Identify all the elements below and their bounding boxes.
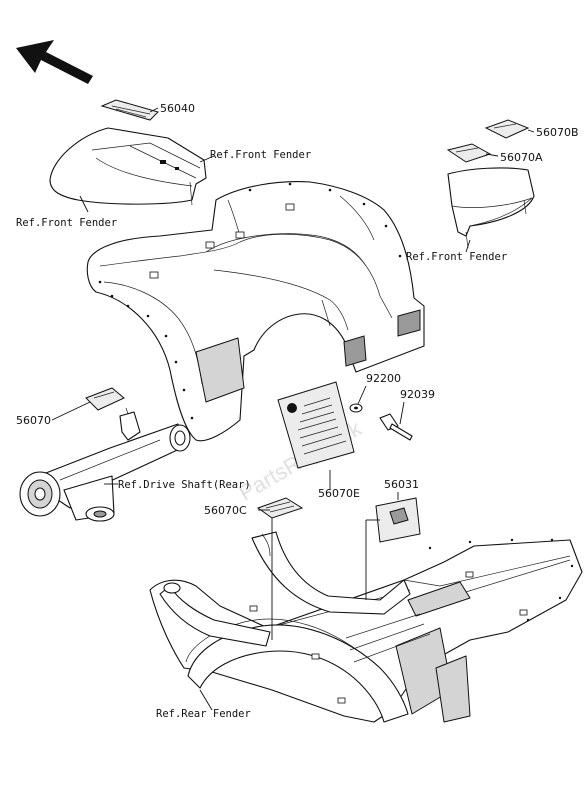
part-number-56031: 56031 [384,478,419,491]
washer-92200 [349,403,363,413]
part-number-56070E: 56070E [318,487,360,500]
front-fender-cover-left [49,127,207,206]
decal-56040 [100,99,159,121]
part-number-56070A: 56070A [500,151,543,164]
front-fender [86,181,425,442]
decal-56070 [85,387,125,411]
ref-front-fender-top-label: Ref.Front Fender [210,149,311,161]
part-number-56070C: 56070C [204,504,247,517]
part-number-56040: 56040 [160,102,195,115]
rear-fender [149,531,583,723]
ref-front-fender-right-label: Ref.Front Fender [406,251,507,263]
front-fender-cover-right [447,167,535,249]
part-number-92200: 92200 [366,372,401,385]
drive-shaft-rear [19,407,191,522]
decal-56070E [277,381,355,469]
ref-drive-shaft-rear-label: Ref.Drive Shaft(Rear) [118,479,251,491]
ref-rear-fender-label: Ref.Rear Fender [156,708,251,720]
decal-56031 [375,497,421,543]
front-direction-arrow-icon [16,40,93,84]
leader-lines [51,107,535,711]
decal-56070C [256,497,304,519]
bolt-92039 [379,413,413,441]
decal-56070A [446,143,492,163]
decal-56070B [484,119,530,139]
part-number-92039: 92039 [400,388,435,401]
part-number-56070B: 56070B [536,126,579,139]
part-number-56070: 56070 [16,414,51,427]
ref-front-fender-left-label: Ref.Front Fender [16,217,117,229]
